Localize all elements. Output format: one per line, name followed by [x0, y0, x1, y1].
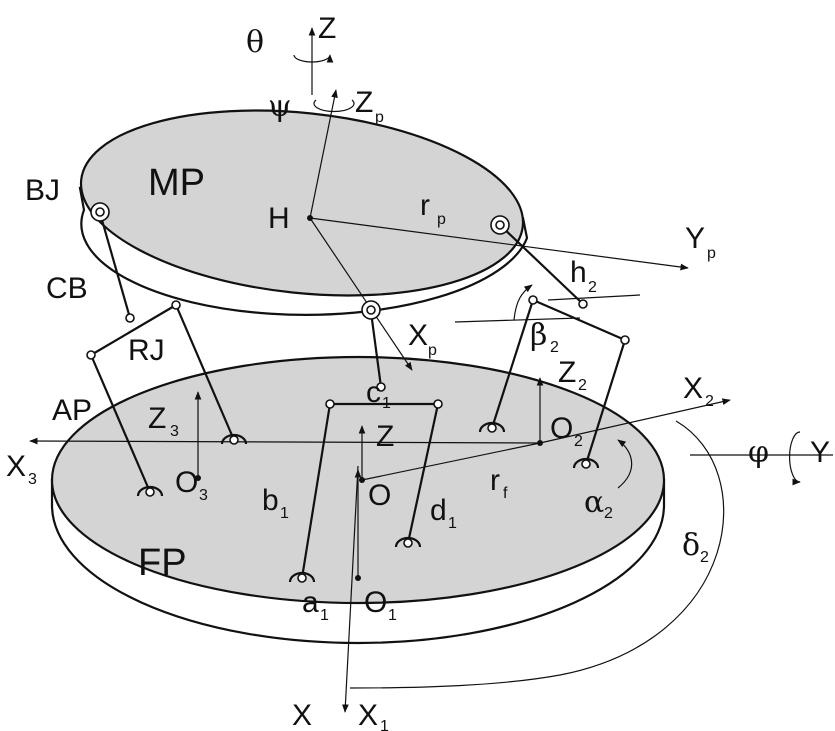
delta2-sub: 2 [700, 549, 709, 566]
o1-sub: 1 [388, 607, 397, 624]
h2-sub: 2 [588, 279, 597, 296]
rp-sub: p [437, 211, 446, 228]
xp-label: X [408, 319, 428, 352]
o3-sub: 3 [199, 487, 208, 504]
beta2-sub: 2 [550, 339, 559, 356]
z3-sub: 3 [170, 423, 179, 440]
alpha2-label: α [584, 485, 604, 520]
xp-sub: p [428, 342, 437, 359]
o2-sub: 2 [574, 433, 583, 450]
x2-label: X [683, 372, 703, 405]
a1-sub: 1 [320, 607, 329, 624]
z-center-label: Z [376, 420, 394, 453]
cb-label: CB [46, 272, 88, 305]
a1-label: a [302, 586, 319, 619]
h2-label: h [570, 256, 587, 289]
x2-sub: 2 [705, 393, 714, 410]
psi-label: ψ [268, 89, 292, 124]
axes [29, 27, 833, 713]
b1-sub: 1 [280, 505, 289, 522]
revolute-joint-icon [136, 421, 600, 583]
o3-label: O [175, 466, 198, 499]
rf-sub: f [503, 485, 508, 502]
yp-sub: p [707, 245, 716, 262]
z2-sub: 2 [578, 377, 587, 394]
diagram-labels: θ Z ψ Z p MP BJ H r p Y p CB h 2 RJ X p … [6, 12, 830, 731]
x1-label: X [358, 699, 378, 731]
mp-label: MP [148, 162, 205, 204]
beta2-label: β [530, 318, 547, 353]
theta-label: θ [246, 25, 264, 60]
c1-label: c [366, 376, 381, 409]
rp-label: r [420, 189, 430, 222]
joints [86, 202, 630, 583]
x3-sub: 3 [28, 471, 37, 488]
ball-joint-icon [90, 202, 510, 320]
x1-sub: 1 [380, 718, 389, 731]
x-bottom-label: X [292, 699, 312, 731]
z2-label: Z [558, 356, 576, 389]
zp-sub: p [375, 109, 384, 126]
d1-sub: 1 [448, 515, 457, 532]
leg-3 [89, 212, 236, 493]
z3-label: Z [148, 402, 166, 435]
o-center-label: O [368, 479, 391, 512]
bj-label: BJ [25, 174, 60, 207]
moving-platform [78, 109, 529, 316]
o1-label: O [364, 586, 387, 619]
ap-label: AP [52, 394, 92, 427]
c1-sub: 1 [382, 395, 391, 412]
o2-label: O [550, 412, 573, 445]
zp-label: Z [355, 86, 373, 119]
h-point-label: H [268, 202, 290, 235]
fp-label: FP [138, 542, 187, 584]
b1-label: b [262, 484, 279, 517]
phi-label: φ [748, 435, 769, 470]
x3-label: X [6, 450, 26, 483]
alpha2-sub: 2 [604, 505, 613, 522]
delta2-label: δ [682, 528, 700, 563]
yp-label: Y [685, 222, 705, 255]
rj-label: RJ [128, 334, 165, 367]
z-top-label: Z [318, 12, 336, 45]
d1-label: d [430, 494, 447, 527]
leg-1 [300, 311, 440, 579]
rf-label: r [490, 464, 500, 497]
y-right-label: Y [810, 436, 830, 469]
leg-2 [490, 224, 627, 465]
